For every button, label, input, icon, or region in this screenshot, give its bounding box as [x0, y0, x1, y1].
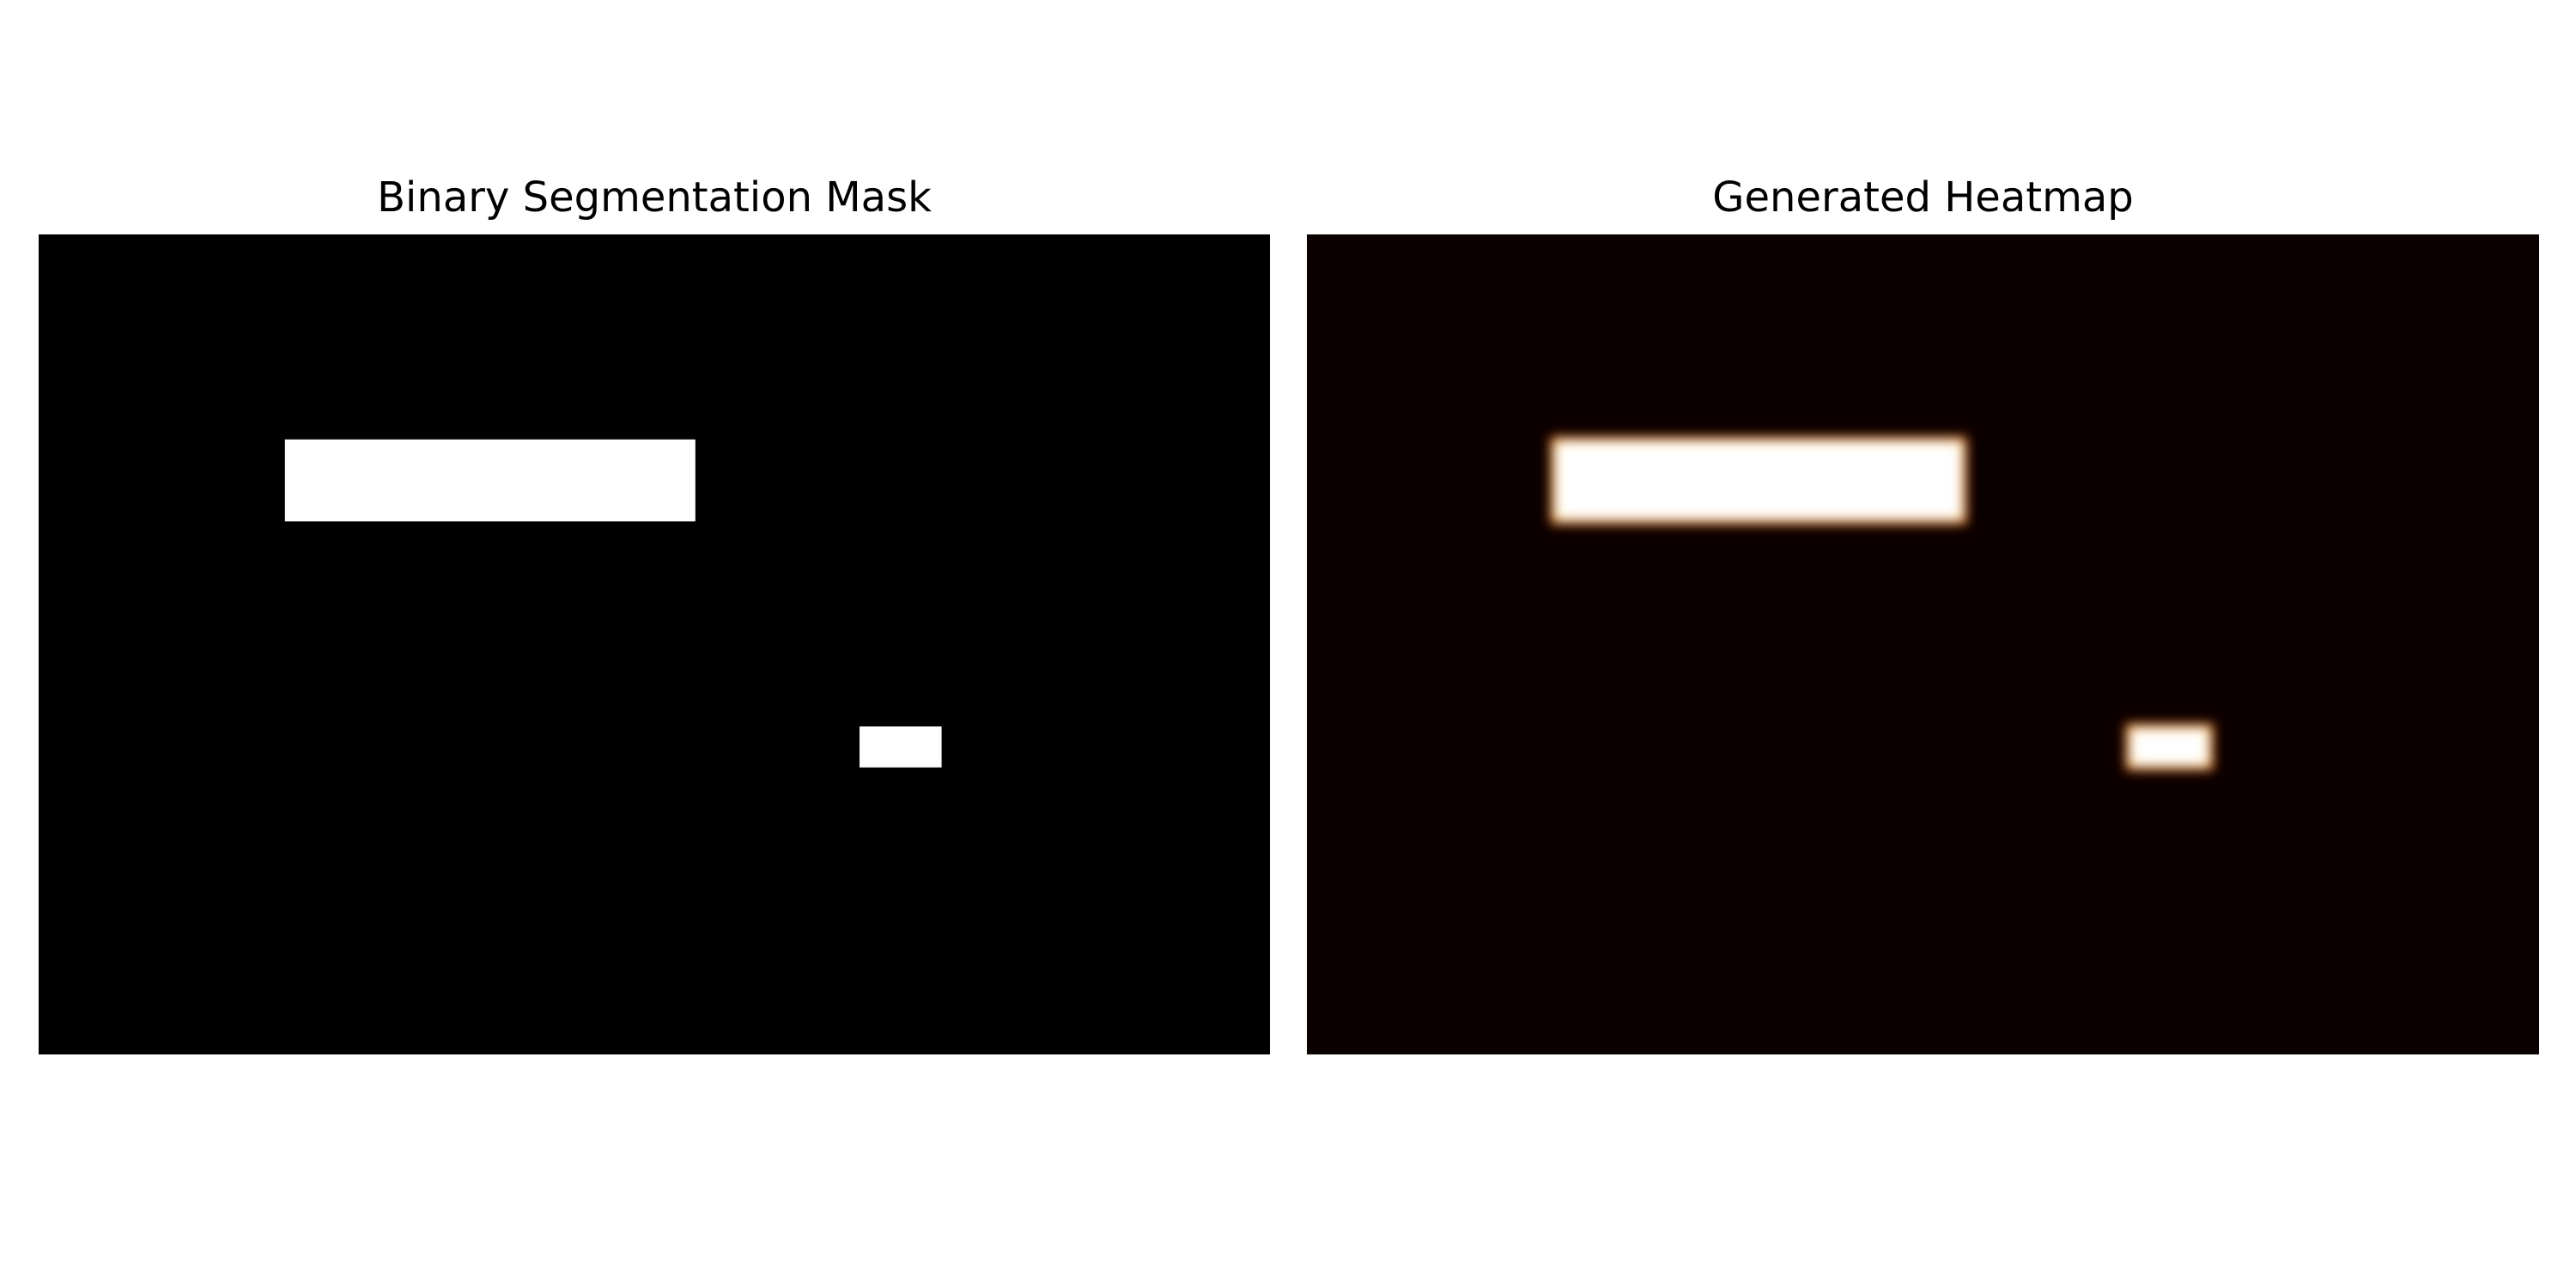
heatmap-panel — [1307, 234, 2539, 1054]
mask-region-2 — [860, 726, 942, 768]
mask-background — [39, 234, 1270, 1054]
mask-image — [39, 234, 1270, 1054]
heatmap-region-1 — [1550, 435, 1968, 526]
mask-panel-title: Binary Segmentation Mask — [377, 173, 932, 222]
heatmap-image — [1307, 234, 2539, 1054]
heatmap-background — [1307, 234, 2539, 1054]
mask-panel — [39, 234, 1270, 1054]
mask-region-1 — [284, 439, 696, 522]
heatmap-region-2 — [2124, 723, 2215, 771]
heatmap-panel-title: Generated Heatmap — [1712, 173, 2134, 222]
